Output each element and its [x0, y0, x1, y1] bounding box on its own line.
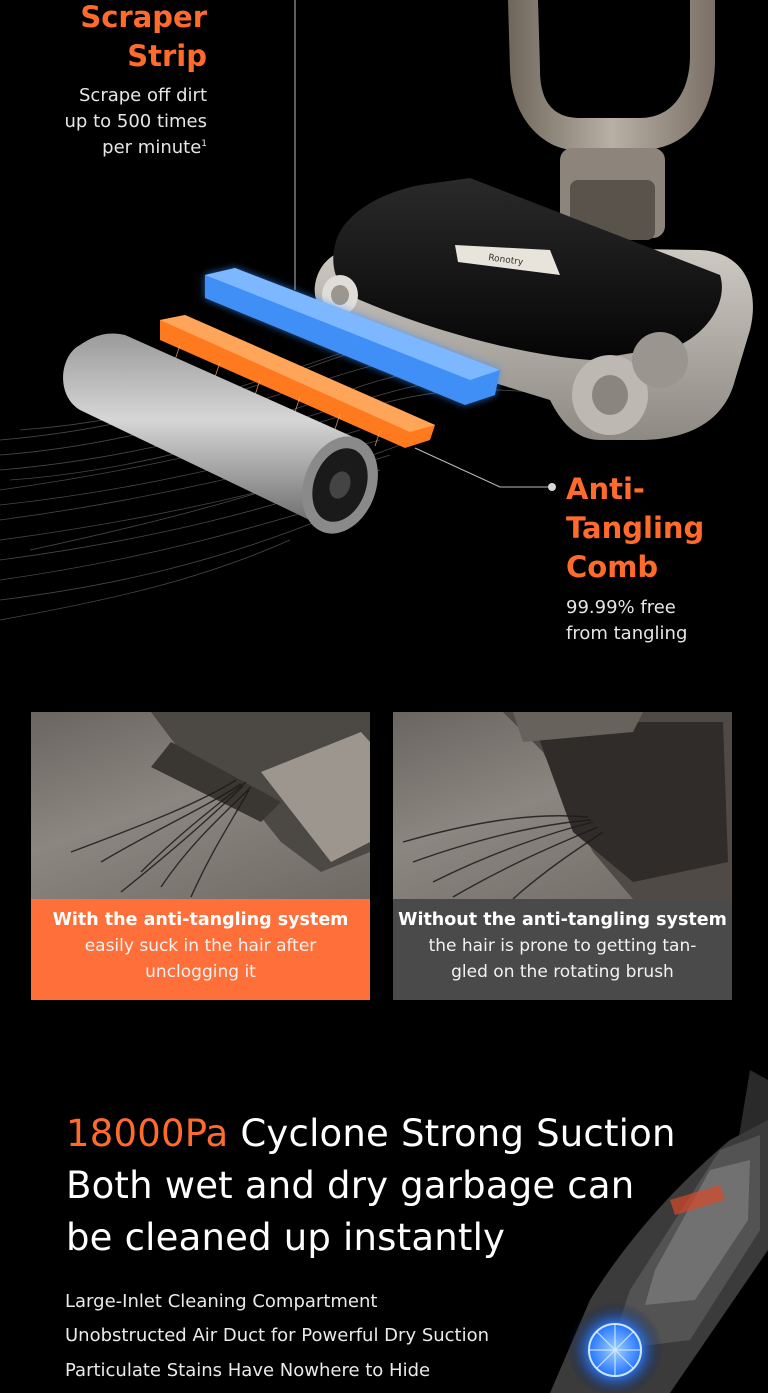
- without-system-heading: Without the anti-tangling system: [398, 910, 727, 930]
- comb-callout-dot: [548, 483, 556, 491]
- feature-bullet: Particulate Stains Have Nowhere to Hide: [65, 1360, 431, 1381]
- scraper-desc-text: per minute: [102, 137, 202, 158]
- scraper-strip-part: [205, 268, 500, 405]
- comb-callout-line: [414, 447, 550, 488]
- comb-desc-line: 99.99% free: [566, 597, 676, 618]
- device-logo: Ronotry: [488, 253, 525, 268]
- scraper-strip-description: Scrape off dirt up to 500 times per minu…: [0, 83, 207, 161]
- comb-title-line: Anti-: [566, 472, 645, 506]
- suction-headline: 18000Pa Cyclone Strong Suction Both wet …: [66, 1108, 756, 1264]
- with-system-body-line: easily suck in the hair after: [84, 936, 317, 956]
- roller-brush-part: [63, 333, 378, 534]
- cyclone-motor-illustration: [550, 1070, 768, 1393]
- anti-tangling-comb-part: [160, 315, 435, 448]
- with-system-body-line: unclogging it: [145, 962, 256, 982]
- scraper-title-line: Strip: [127, 39, 207, 73]
- with-system-photo-illustration: [70, 712, 370, 898]
- feature-bullet: Unobstructed Air Duct for Powerful Dry S…: [65, 1325, 490, 1346]
- footnote-marker: 1: [201, 139, 207, 149]
- scraper-desc-line: up to 500 times: [64, 111, 207, 132]
- anti-tangling-comb-title: Anti- Tangling Comb: [566, 470, 766, 587]
- feature-bullet: Large-Inlet Cleaning Compartment: [65, 1291, 378, 1312]
- exploded-view-illustration: Ronotry: [0, 0, 753, 621]
- anti-tangling-comb-description: 99.99% free from tangling: [566, 595, 766, 647]
- comb-title-line: Tangling: [566, 511, 705, 545]
- with-system-photo: [31, 712, 370, 899]
- scraper-desc-line: per minute1: [0, 135, 207, 161]
- suction-headline-line: 18000Pa Cyclone Strong Suction: [66, 1108, 756, 1160]
- without-system-photo: [393, 712, 732, 899]
- without-system-caption: Without the anti-tangling system the hai…: [393, 899, 732, 1000]
- comb-title-line: Comb: [566, 550, 659, 584]
- suction-headline-line: Both wet and dry garbage can: [66, 1164, 635, 1207]
- scraper-title-line: Scraper: [80, 0, 207, 34]
- suction-value: 18000Pa: [66, 1112, 229, 1155]
- without-system-photo-illustration: [402, 712, 732, 899]
- exploded-view-section: Ronotry: [0, 0, 768, 690]
- with-system-heading: With the anti-tangling system: [52, 910, 349, 930]
- comparison-panel-with: With the anti-tangling system easily suc…: [31, 712, 370, 1000]
- suction-headline-text: Cyclone Strong Suction: [228, 1112, 676, 1155]
- scraper-desc-line: Scrape off dirt: [79, 85, 207, 106]
- suction-headline-line: be cleaned up instantly: [66, 1216, 506, 1259]
- comb-desc-line: from tangling: [566, 623, 688, 644]
- scraper-strip-title: Scraper Strip: [0, 0, 207, 76]
- comparison-panel-without: Without the anti-tangling system the hai…: [393, 712, 732, 1000]
- vacuum-head: Ronotry: [314, 0, 753, 440]
- with-system-caption: With the anti-tangling system easily suc…: [31, 899, 370, 1000]
- without-system-body-line: gled on the rotating brush: [451, 962, 674, 982]
- without-system-body-line: the hair is prone to getting tan-: [428, 936, 697, 956]
